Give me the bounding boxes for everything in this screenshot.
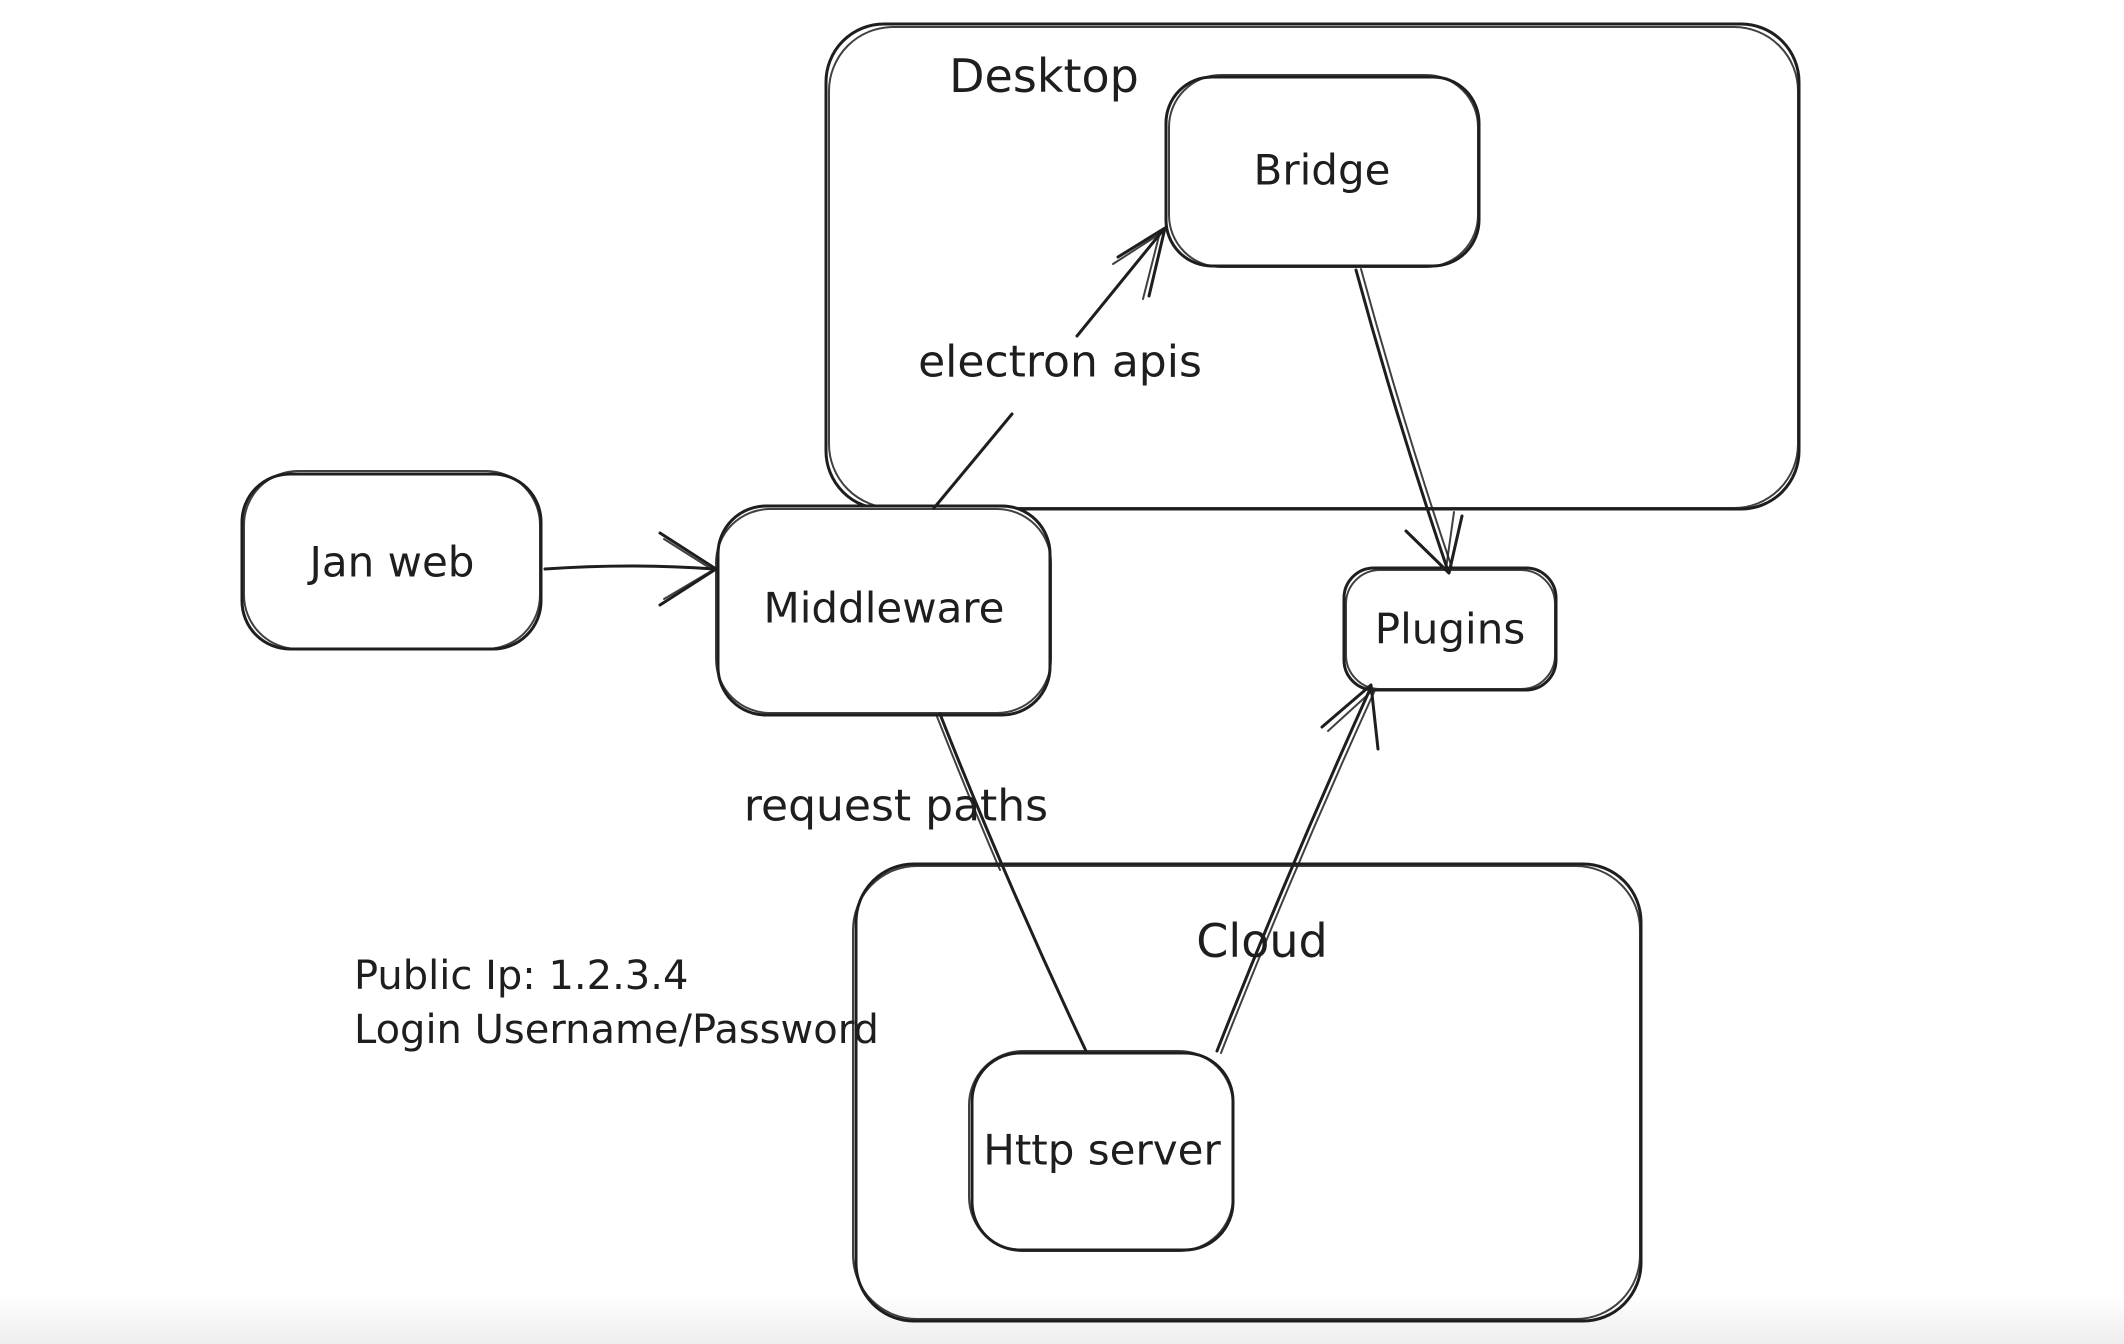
http-server-box-sketch <box>968 1050 1234 1252</box>
arrow-line-sketch <box>1360 268 1453 569</box>
arrowhead-icon <box>1320 683 1380 751</box>
arrow-middleware-to-bridge[interactable]: electron apis <box>918 226 1202 510</box>
desktop-zone-label[interactable]: Desktop <box>949 49 1139 103</box>
jan-web-label[interactable]: Jan web <box>307 538 475 587</box>
http-server-label[interactable]: Http server <box>983 1126 1221 1175</box>
note-line-login[interactable]: Login Username/Password <box>354 1007 879 1053</box>
middleware-label[interactable]: Middleware <box>763 584 1004 633</box>
bridge-label[interactable]: Bridge <box>1254 146 1391 195</box>
node-jan-web[interactable]: Jan web <box>240 470 543 651</box>
arrowhead-sketch <box>1445 511 1455 570</box>
bridge-box-sketch <box>1168 74 1479 268</box>
request-paths-edge-label[interactable]: request paths <box>744 781 1048 832</box>
arrow-line <box>1354 268 1450 573</box>
connector-line-sketch <box>935 713 1001 871</box>
electron-apis-edge-label[interactable]: electron apis <box>918 337 1202 388</box>
arrow-line-sketch <box>1220 689 1376 1054</box>
arrow-line <box>932 227 1166 510</box>
jan-web-box-sketch <box>243 470 541 650</box>
container-cloud[interactable] <box>852 862 1643 1323</box>
desktop-outline-sketch <box>828 26 1799 509</box>
plugins-label[interactable]: Plugins <box>1375 605 1525 654</box>
node-bridge[interactable]: Bridge <box>1164 74 1481 268</box>
arrowhead-icon <box>1404 514 1464 575</box>
credentials-note[interactable]: Public Ip: 1.2.3.4 Login Username/Passwo… <box>354 953 879 1053</box>
cloud-outline-sketch <box>852 865 1641 1320</box>
arrow-jan-web-to-middleware[interactable] <box>543 531 718 607</box>
arrow-http-server-to-plugins[interactable] <box>1215 683 1380 1054</box>
node-plugins[interactable]: Plugins <box>1342 566 1558 692</box>
arrowhead-sketch <box>1327 689 1374 732</box>
arrowhead-icon <box>658 531 718 607</box>
arrow-line <box>543 564 716 571</box>
middleware-box-sketch <box>715 508 1052 714</box>
arrowhead-sketch <box>1112 232 1162 300</box>
container-desktop[interactable]: Desktop <box>824 22 1801 511</box>
line-middleware-to-http-server[interactable]: request paths <box>744 712 1088 1053</box>
connector-line <box>938 712 1088 1053</box>
node-http-server[interactable]: Http server <box>968 1050 1235 1252</box>
node-middleware[interactable]: Middleware <box>715 504 1052 717</box>
arrowhead-icon <box>1116 226 1167 298</box>
note-line-public-ip[interactable]: Public Ip: 1.2.3.4 <box>354 953 688 999</box>
arrow-line <box>1215 685 1373 1053</box>
arrowhead-sketch <box>663 538 714 600</box>
arrow-bridge-to-plugins[interactable] <box>1354 268 1464 575</box>
cloud-zone-label[interactable]: Cloud <box>1196 914 1327 968</box>
